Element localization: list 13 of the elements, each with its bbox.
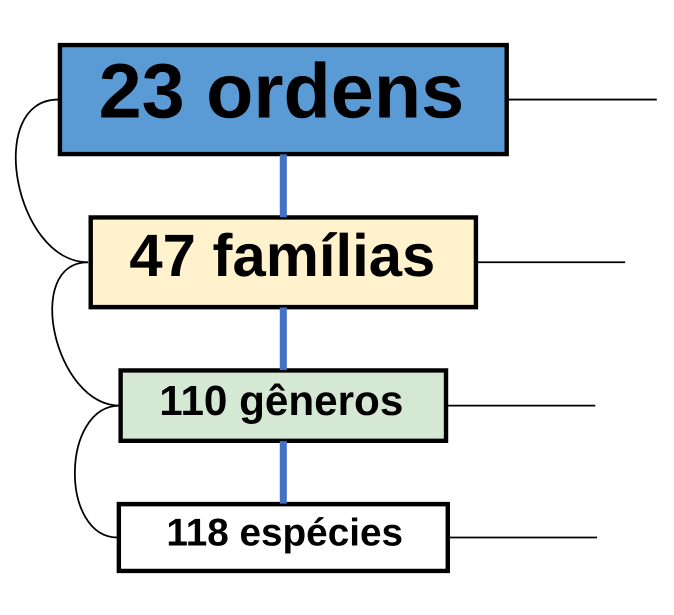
connector (507, 98, 657, 100)
connector (280, 154, 287, 217)
connector (74, 404, 120, 538)
connector (280, 440, 287, 504)
node-box: 47 famílias (88, 214, 478, 309)
connector (280, 307, 287, 370)
node-box: 118 espécies (116, 501, 450, 573)
connector (446, 404, 596, 406)
connector (448, 536, 597, 538)
node-box: 110 gêneros (118, 368, 448, 442)
node-box: 23 ordens (58, 42, 509, 156)
connector (476, 260, 626, 263)
connector (52, 260, 120, 406)
